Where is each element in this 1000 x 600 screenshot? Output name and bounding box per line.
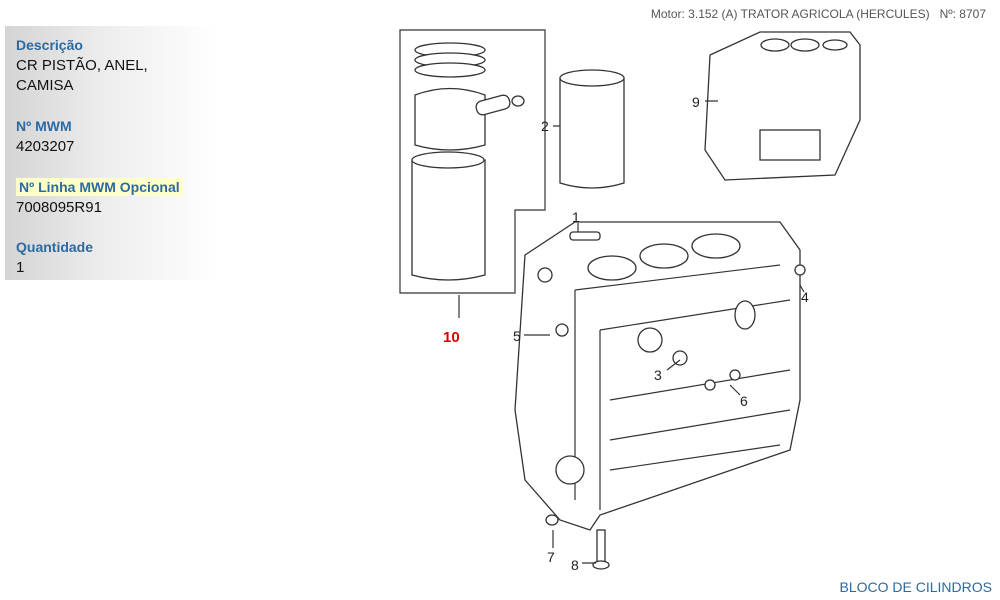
piston-kit-group[interactable] [399,29,546,294]
callout-3[interactable]: 3 [654,367,662,383]
callout-4[interactable]: 4 [801,289,809,305]
callout-2[interactable]: 2 [541,118,549,134]
plug-part-7[interactable] [545,514,559,526]
main-cylinder-block[interactable] [514,221,806,531]
small-cylinder-block[interactable] [704,31,861,181]
callout-5[interactable]: 5 [513,328,521,344]
callout-10-selected[interactable]: 10 [443,329,460,346]
callout-8[interactable]: 8 [571,557,579,573]
linha-opcional-value: 7008095R91 [16,199,102,216]
bloco-de-cilindros-link[interactable]: BLOCO DE CILINDROS [839,579,992,595]
callout-1[interactable]: 1 [572,209,580,225]
part-details-panel: Descrição CR PISTÃO, ANEL, CAMISA Nº MWM… [5,26,215,280]
linha-opcional-label: Nº Linha MWM Opcional [16,178,183,196]
callout-6[interactable]: 6 [740,393,748,409]
motor-header: Motor: 3.152 (A) TRATOR AGRICOLA (HERCUL… [650,7,986,21]
cylinder-liner[interactable] [559,69,625,189]
mwm-value: 4203207 [16,138,75,155]
bolt-part-8[interactable] [592,529,610,570]
quantidade-value: 1 [16,259,25,276]
mwm-label: Nº MWM [16,118,72,134]
callout-7[interactable]: 7 [547,549,555,565]
descricao-value-line2: CAMISA [16,77,74,94]
callout-9[interactable]: 9 [692,94,700,110]
quantidade-label: Quantidade [16,239,94,255]
descricao-value-line1: CR PISTÃO, ANEL, [16,57,148,74]
descricao-label: Descrição [16,37,83,53]
